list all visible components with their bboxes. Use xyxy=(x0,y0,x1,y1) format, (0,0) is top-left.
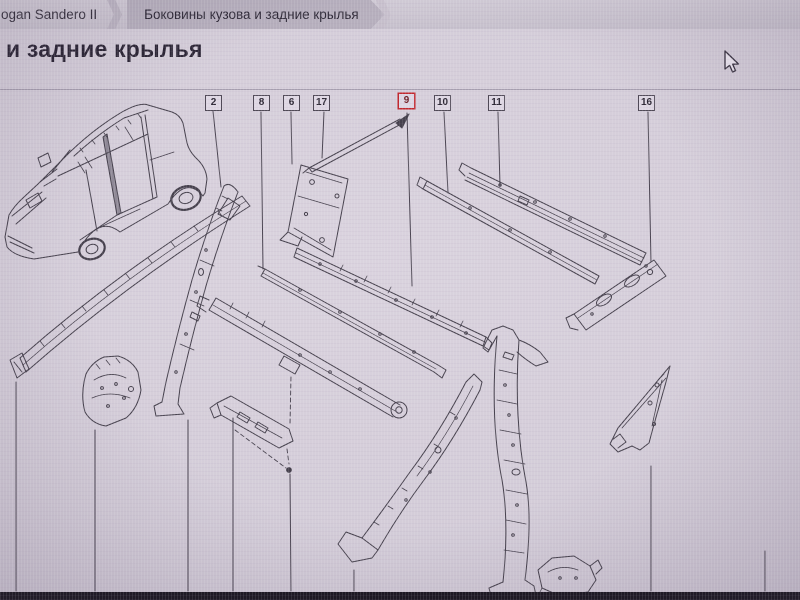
part-front-pillar xyxy=(153,184,241,417)
callout-10[interactable]: 10 xyxy=(434,95,452,111)
callout-9-label: 9 xyxy=(403,95,410,106)
part-roof-rail-11 xyxy=(458,162,647,266)
callout-2[interactable]: 2 xyxy=(205,95,222,111)
screen-bottom-edge xyxy=(0,592,800,600)
callout-8-label: 8 xyxy=(258,97,265,108)
callout-6[interactable]: 6 xyxy=(283,95,300,111)
part-a-pillar-lower xyxy=(337,373,483,563)
breadcrumb-section-label: Боковины кузова и задние крылья xyxy=(144,7,359,22)
part-rear-bracket-16 xyxy=(565,259,667,331)
breadcrumb-item-section[interactable]: Боковины кузова и задние крылья xyxy=(127,0,385,29)
breadcrumb-model-label: ogan Sandero II xyxy=(1,7,98,22)
part-lower-bracket-left xyxy=(82,355,142,427)
part-mounting-bracket-dashed xyxy=(209,376,294,473)
callout-8[interactable]: 8 xyxy=(253,95,270,111)
part-roof-rail-10 xyxy=(416,176,600,285)
callout-6-label: 6 xyxy=(288,97,295,108)
leader-lines xyxy=(15,110,766,592)
part-rear-panel-triangle xyxy=(609,365,671,453)
part-bottom-bracket xyxy=(537,555,603,597)
part-sill-rail xyxy=(196,295,408,419)
part-roof-molding-strip xyxy=(302,113,410,174)
part-windshield-side-rail xyxy=(9,195,251,379)
part-roof-rail-8 xyxy=(257,265,447,379)
callout-11[interactable]: 11 xyxy=(488,95,505,111)
part-roof-rail-9 xyxy=(293,247,493,351)
car-overview-drawing xyxy=(4,103,208,261)
part-b-pillar xyxy=(482,325,549,597)
chevron-right-icon xyxy=(375,0,391,29)
callout-16-label: 16 xyxy=(641,97,653,108)
chevron-right-icon xyxy=(107,0,123,29)
callout-16[interactable]: 16 xyxy=(638,95,656,111)
callout-10-label: 10 xyxy=(437,97,449,108)
callout-17-label: 17 xyxy=(316,97,328,108)
callout-2-label: 2 xyxy=(210,97,217,108)
callout-17[interactable]: 17 xyxy=(313,95,331,111)
page-title: и задние крылья xyxy=(6,36,203,62)
part-upper-panel xyxy=(279,164,349,258)
callout-11-label: 11 xyxy=(491,97,502,108)
callout-9-highlighted[interactable]: 9 xyxy=(398,93,415,109)
header-divider xyxy=(0,89,800,90)
mouse-cursor xyxy=(724,50,740,73)
breadcrumb-item-model[interactable]: ogan Sandero II xyxy=(0,0,107,29)
breadcrumb: ogan Sandero II Боковины кузова и задние… xyxy=(0,0,800,29)
